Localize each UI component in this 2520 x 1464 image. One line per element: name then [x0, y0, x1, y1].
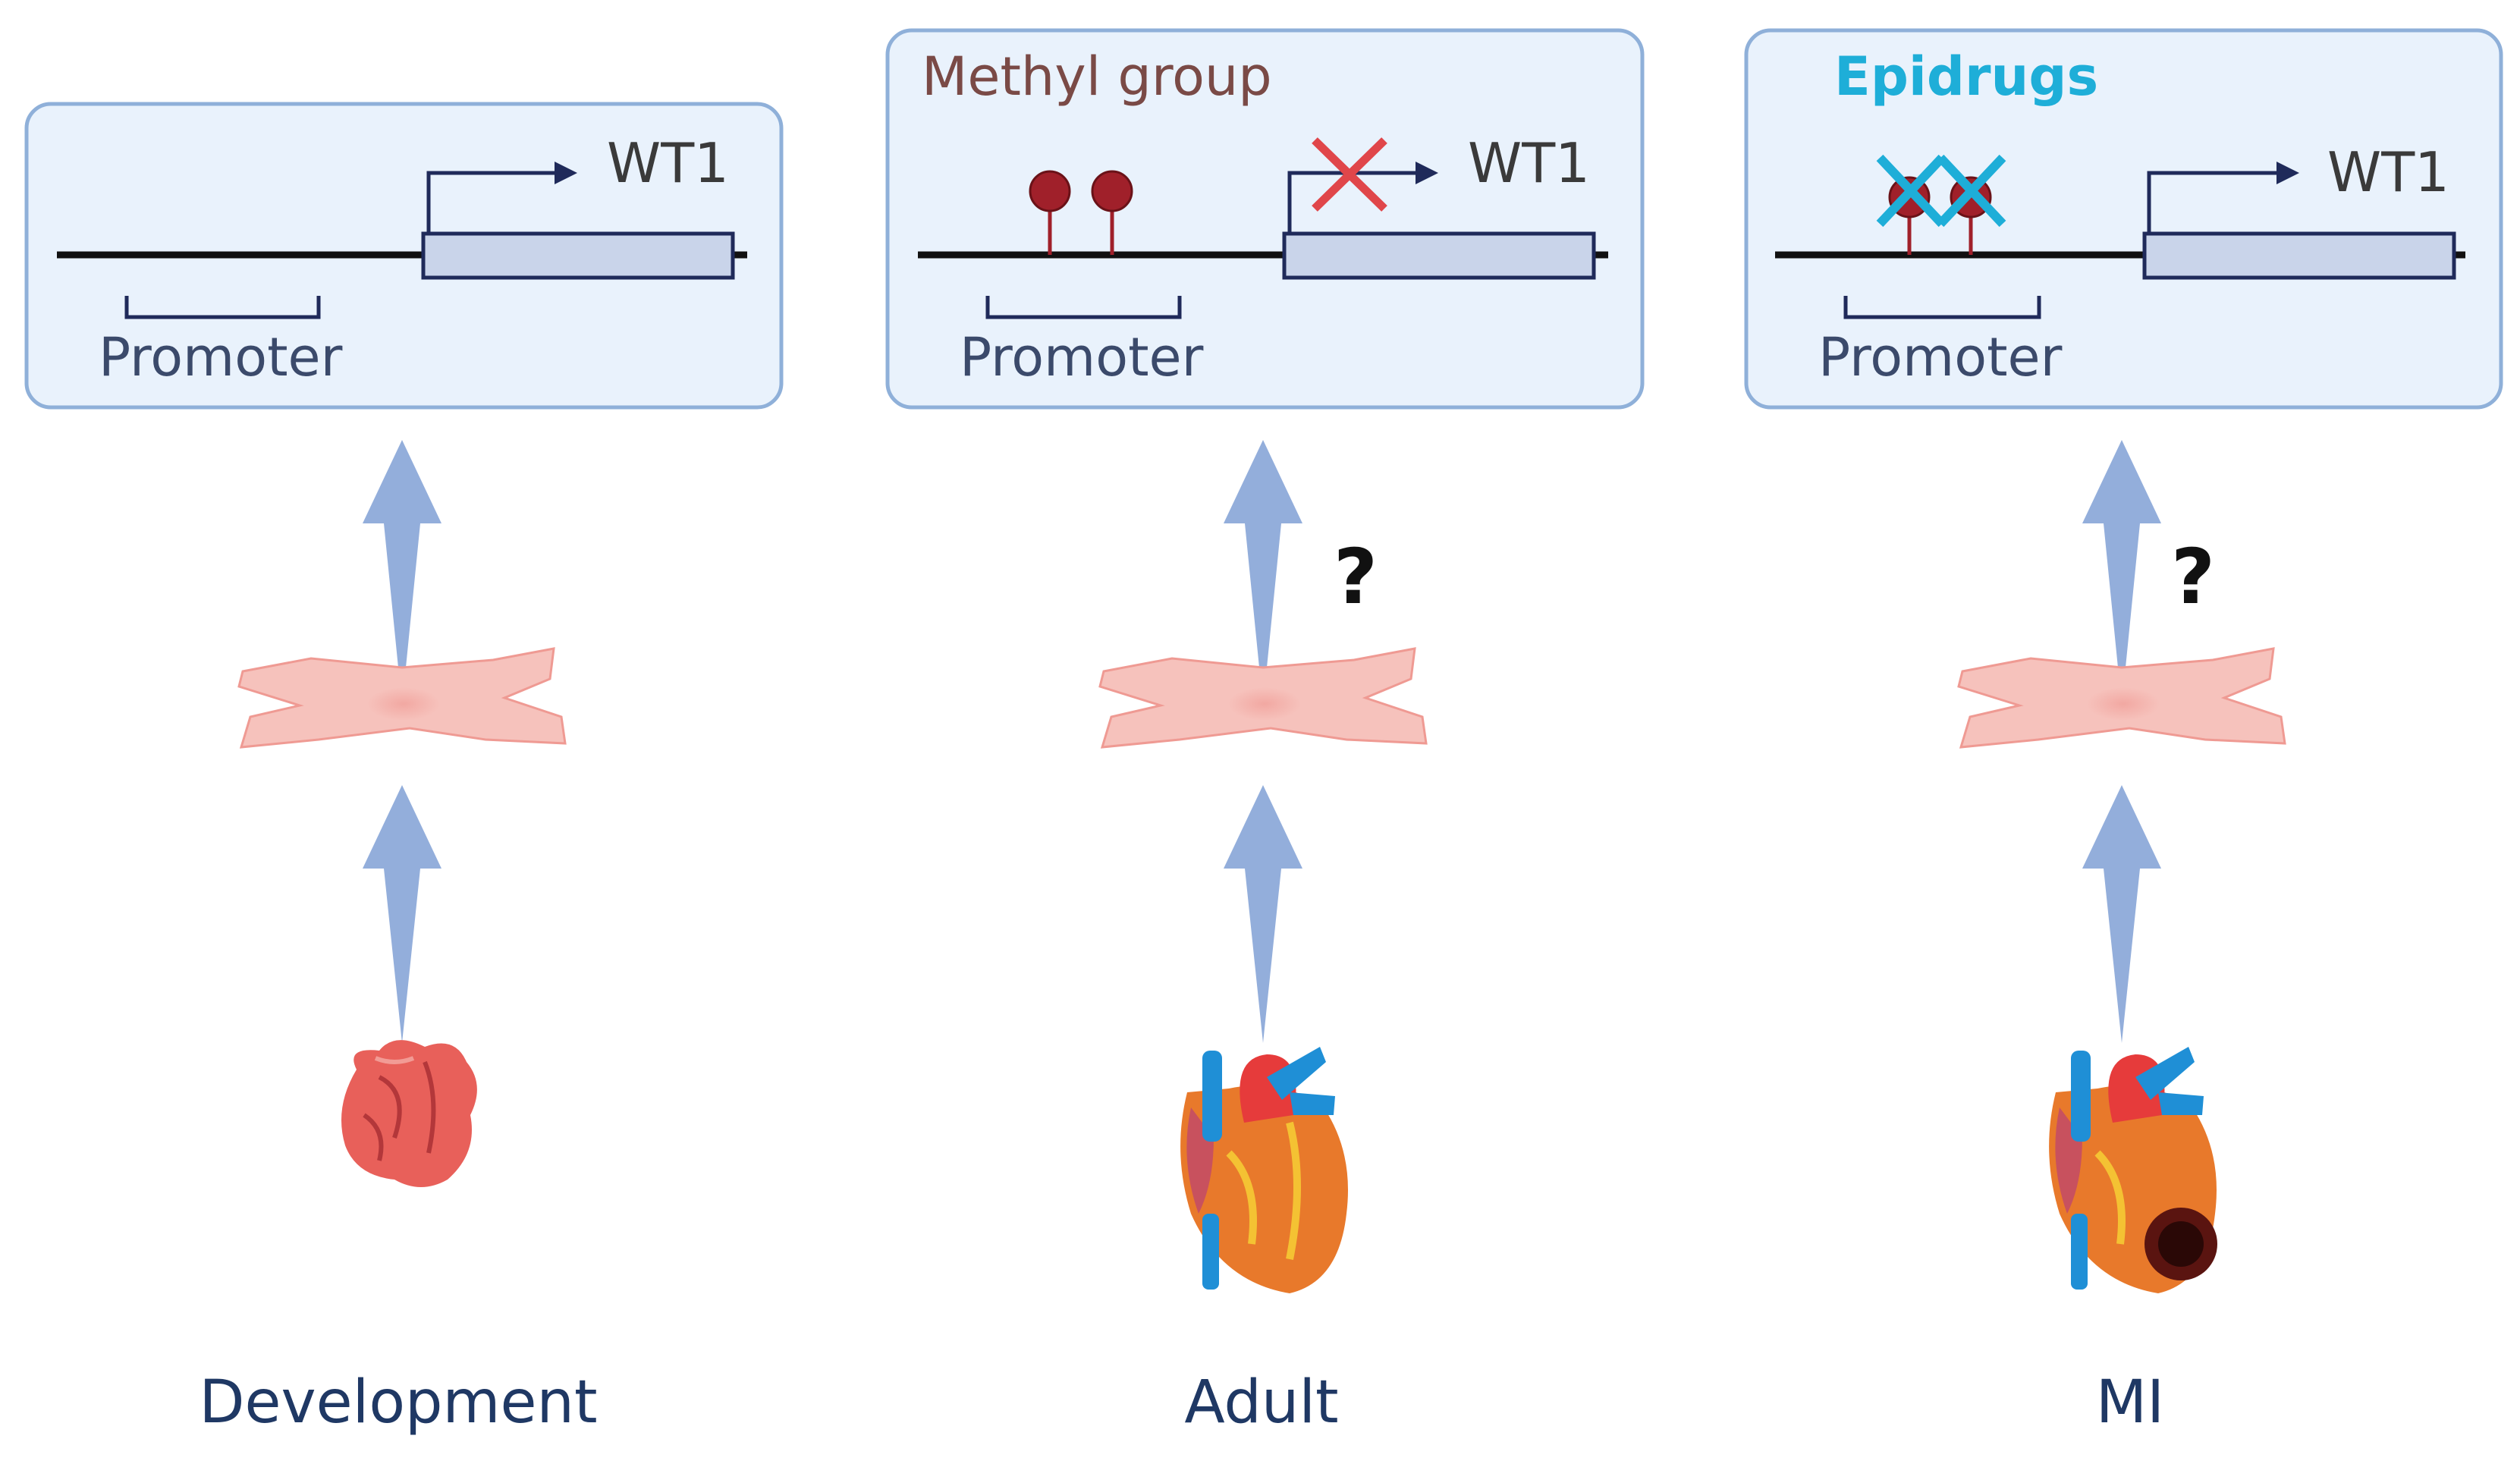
- upward-arrow-top: [363, 440, 441, 705]
- question-mark: ?: [2171, 533, 2215, 621]
- panel-mi: Epidrugs WT1 Promoter ?: [1744, 28, 2503, 1437]
- promoter-label: Promoter: [1818, 326, 2063, 388]
- gene-body: [1282, 231, 1596, 280]
- gene-label: WT1: [2327, 140, 2449, 204]
- cardiomyocyte-icon: [237, 647, 567, 749]
- promoter-label: Promoter: [99, 326, 343, 388]
- panel-adult: Methyl group WT1 Promoter ?: [885, 28, 1645, 1437]
- stage-label: Development: [199, 1368, 597, 1437]
- transcription-start-arrow: [1287, 162, 1438, 234]
- stage-label: Adult: [1184, 1368, 1338, 1437]
- demethylation-x-icon: [1876, 154, 2006, 228]
- gene-label: WT1: [607, 131, 729, 195]
- infarcted-heart-icon: [2049, 1047, 2217, 1293]
- gene-label: WT1: [1468, 131, 1590, 195]
- promoter-bracket: [985, 296, 1182, 319]
- gene-body: [421, 231, 735, 280]
- upward-arrow-top: [2082, 440, 2161, 705]
- embryonic-heart-icon: [341, 1040, 477, 1187]
- panel-development: WT1 Promoter Development: [24, 102, 784, 1437]
- transcription-blocked-x-icon: [1312, 137, 1387, 212]
- gene-body: [2142, 231, 2456, 280]
- gene-box-panel: [1744, 28, 2503, 410]
- upward-arrow-bottom: [1224, 785, 1302, 1043]
- promoter-bracket: [124, 296, 321, 319]
- cardiomyocyte-icon: [1098, 647, 1428, 749]
- epidrugs-note: Epidrugs: [1834, 46, 2098, 108]
- question-mark: ?: [1334, 533, 1378, 621]
- methyl-group-marks: [1029, 170, 1133, 255]
- methyl-group-note: Methyl group: [922, 46, 1272, 108]
- upward-arrow-bottom: [2082, 785, 2161, 1043]
- upward-arrow-top: [1224, 440, 1302, 705]
- upward-arrow-bottom: [363, 785, 441, 1043]
- promoter-label: Promoter: [960, 326, 1204, 388]
- stage-label: MI: [2096, 1368, 2164, 1437]
- gene-box-panel: [885, 28, 1645, 410]
- adult-heart-icon: [1180, 1047, 1348, 1293]
- promoter-bracket: [1843, 296, 2041, 319]
- transcription-start-arrow: [426, 162, 577, 234]
- cardiomyocyte-icon: [1957, 647, 2286, 749]
- transcription-start-arrow: [2147, 162, 2299, 234]
